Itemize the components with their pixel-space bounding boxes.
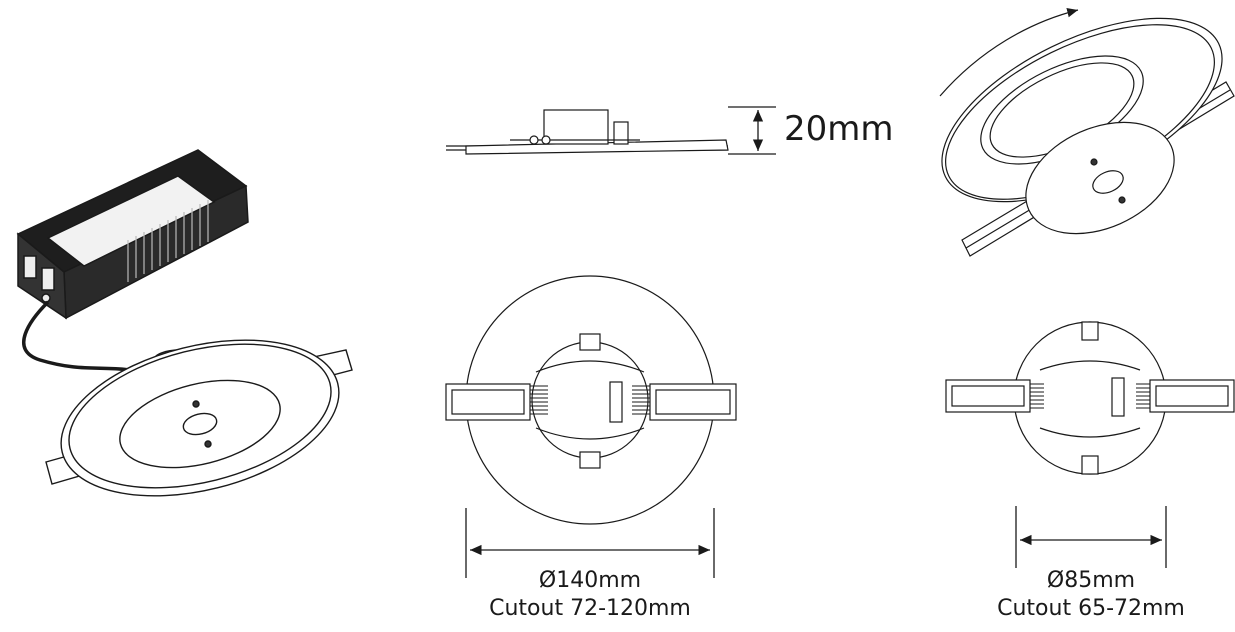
rotation-view [939,7,1235,257]
large-fitting-plan [445,275,737,525]
driver-box [16,149,249,320]
small-diameter-dimension [1015,506,1167,568]
large-diameter-dimension [465,508,715,578]
height-dimension [728,106,776,155]
small-cutout-label: Cutout 65-72mm [997,596,1185,621]
side-profile [446,109,729,155]
small-diameter-label: Ø85mm [1046,568,1136,593]
small-dimension-text: Ø85mm Cutout 65-72mm [966,567,1216,623]
large-dimension-text: Ø140mm Cutout 72-120mm [465,567,715,623]
fitting-isometric [45,339,353,497]
height-label: 20mm [784,109,894,149]
small-fitting-plan [945,321,1235,475]
large-diameter-label: Ø140mm [538,568,642,593]
large-cutout-label: Cutout 72-120mm [489,596,691,621]
